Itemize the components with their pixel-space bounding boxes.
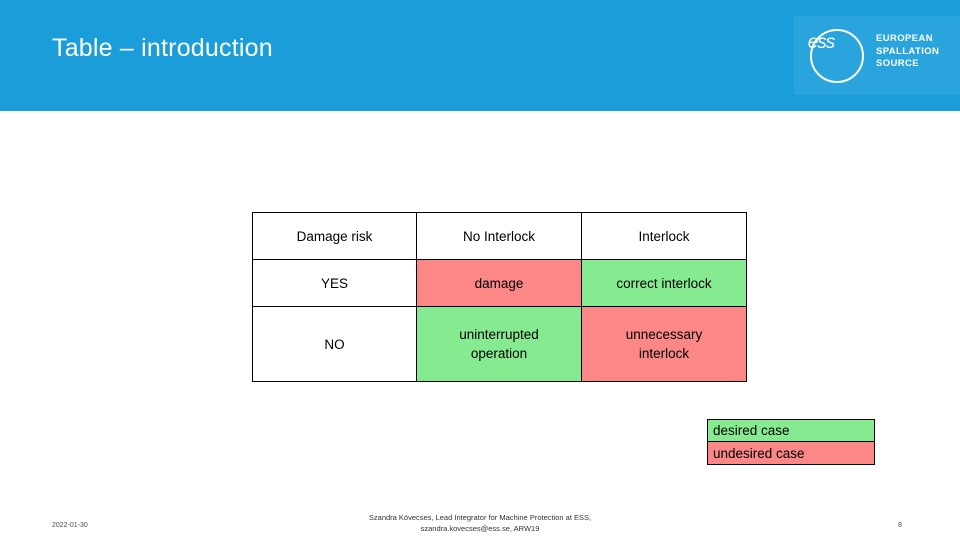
footer-credit: Szandra Kövecses, Lead Integrator for Ma…: [0, 512, 960, 534]
logo-wordmark: EUROPEAN SPALLATION SOURCE: [876, 33, 939, 71]
cell-no-interlock-line2: interlock: [638, 346, 690, 361]
cell-no-interlock-line1: unnecessary: [625, 327, 703, 342]
cell-no-no-interlock: uninterrupted operation: [416, 306, 582, 382]
table-header-interlock: Interlock: [581, 212, 747, 260]
footer-credit-line2: szandra.kovecses@ess.se, ARW19: [420, 524, 540, 533]
footer-date: 2022-01-30: [52, 522, 88, 529]
table-row: YES damage correct interlock: [252, 259, 747, 307]
logo-mark-text: ess: [807, 32, 836, 53]
legend: desired case undesired case: [707, 419, 875, 465]
legend-item-undesired: undesired case: [707, 442, 875, 465]
legend-label-desired: desired case: [713, 423, 790, 438]
cell-no-interlock: unnecessary interlock: [581, 306, 747, 382]
legend-item-desired: desired case: [707, 419, 875, 442]
table-row: NO uninterrupted operation unnecessary i…: [252, 306, 747, 382]
legend-label-undesired: undesired case: [713, 445, 805, 461]
footer-credit-line1: Szandra Kövecses, Lead Integrator for Ma…: [368, 513, 592, 522]
cell-yes-interlock: correct interlock: [581, 259, 747, 307]
page-title: Table – introduction: [52, 34, 273, 62]
interlock-table: Damage risk No Interlock Interlock YES d…: [252, 212, 747, 382]
ess-logo: ess EUROPEAN SPALLATION SOURCE: [794, 16, 960, 95]
footer-page-number: 8: [898, 522, 902, 529]
table-header-damage-risk: Damage risk: [252, 212, 417, 260]
row-label-no: NO: [252, 306, 417, 382]
logo-ring-icon: [810, 29, 864, 83]
cell-no-no-interlock-line1: uninterrupted: [459, 327, 539, 342]
table-header-row: Damage risk No Interlock Interlock: [252, 212, 747, 260]
row-label-yes: YES: [252, 259, 417, 307]
logo-word-line1: EUROPEAN: [876, 33, 934, 44]
logo-word-line2: SPALLATION: [876, 45, 940, 57]
cell-yes-no-interlock: damage: [416, 259, 582, 307]
logo-word-line3: SOURCE: [876, 58, 920, 69]
cell-no-no-interlock-line2: operation: [470, 346, 528, 361]
table-header-no-interlock: No Interlock: [416, 212, 582, 260]
